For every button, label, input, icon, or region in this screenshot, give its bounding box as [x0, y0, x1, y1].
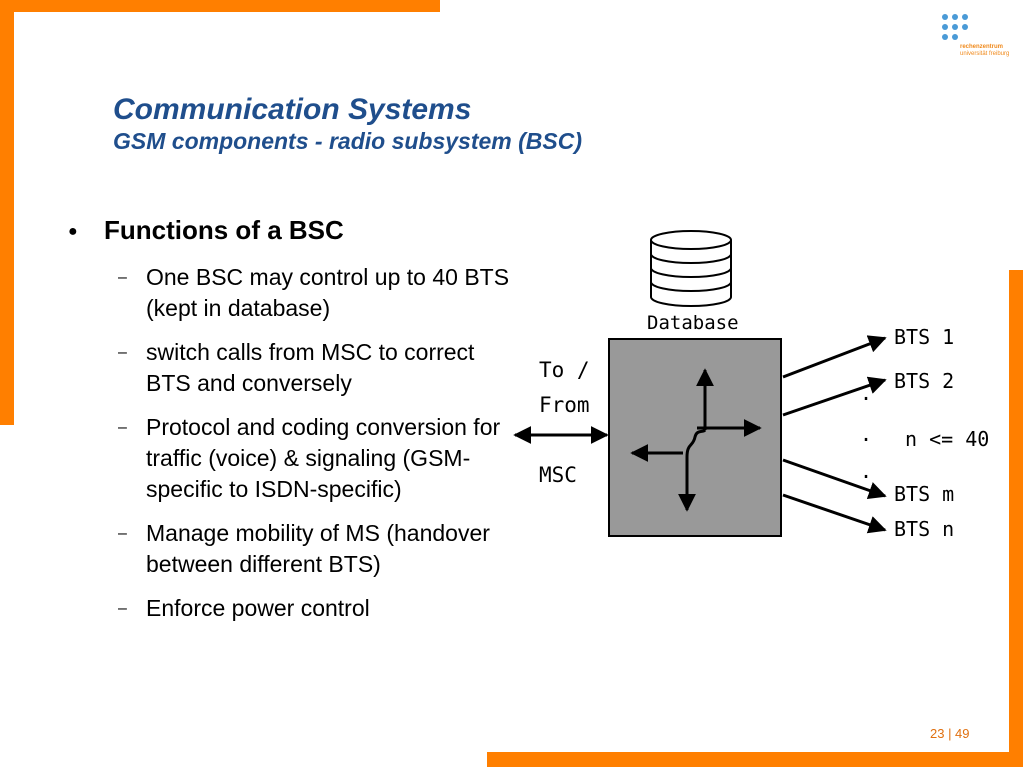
- list-item: –Enforce power control: [118, 593, 518, 624]
- to-label: To /: [539, 358, 590, 382]
- sub-bullet-list: –One BSC may control up to 40 BTS (kept …: [118, 262, 518, 637]
- main-bullet-text: Functions of a BSC: [104, 215, 344, 245]
- bts-arrows: [782, 335, 887, 534]
- from-label: From: [539, 393, 590, 417]
- list-item: –switch calls from MSC to correct BTS an…: [118, 339, 475, 396]
- msc-label: MSC: [539, 463, 577, 487]
- logo-line2: universität freiburg: [960, 51, 1010, 57]
- list-item: –Manage mobility of MS (handover between…: [118, 520, 490, 577]
- logo-line1: rechenzentrum: [960, 44, 1004, 50]
- right-bar: [1009, 270, 1023, 767]
- database-label: Database: [647, 312, 739, 334]
- page-number: 23 | 49: [930, 726, 970, 741]
- ellipsis-dot: .: [860, 381, 872, 405]
- dash-icon: –: [118, 525, 127, 542]
- bts1-label: BTS 1: [894, 325, 954, 349]
- bullet-icon: ●: [68, 223, 78, 240]
- slide-title: Communication Systems: [113, 93, 472, 126]
- top-left-bar: [0, 0, 440, 12]
- left-bar: [0, 0, 14, 425]
- university-logo: rechenzentrum universität freiburg: [938, 14, 1010, 64]
- ellipsis-dot: .: [860, 459, 872, 483]
- dash-icon: –: [118, 344, 127, 361]
- ellipsis-dot: .: [860, 422, 872, 446]
- list-item: –One BSC may control up to 40 BTS (kept …: [118, 264, 510, 321]
- dash-icon: –: [118, 269, 127, 286]
- btsn-label: BTS n: [894, 517, 954, 541]
- btsm-label: BTS m: [894, 482, 954, 506]
- dash-icon: –: [118, 600, 127, 617]
- dash-icon: –: [118, 419, 127, 436]
- bts2-label: BTS 2: [894, 369, 954, 393]
- slide-title-block: Communication Systems GSM components - r…: [113, 92, 582, 154]
- database-icon: [650, 230, 732, 307]
- bottom-right-bar: [487, 752, 1023, 767]
- switch-icon: [630, 368, 762, 512]
- limit-label: n <= 40: [905, 427, 989, 451]
- slide-subtitle: GSM components - radio subsystem (BSC): [113, 128, 583, 154]
- list-item: –Protocol and coding conversion for traf…: [118, 414, 501, 502]
- bsc-diagram: Database To / From MSC BTS 1 BTS 2 BTS m…: [513, 230, 989, 541]
